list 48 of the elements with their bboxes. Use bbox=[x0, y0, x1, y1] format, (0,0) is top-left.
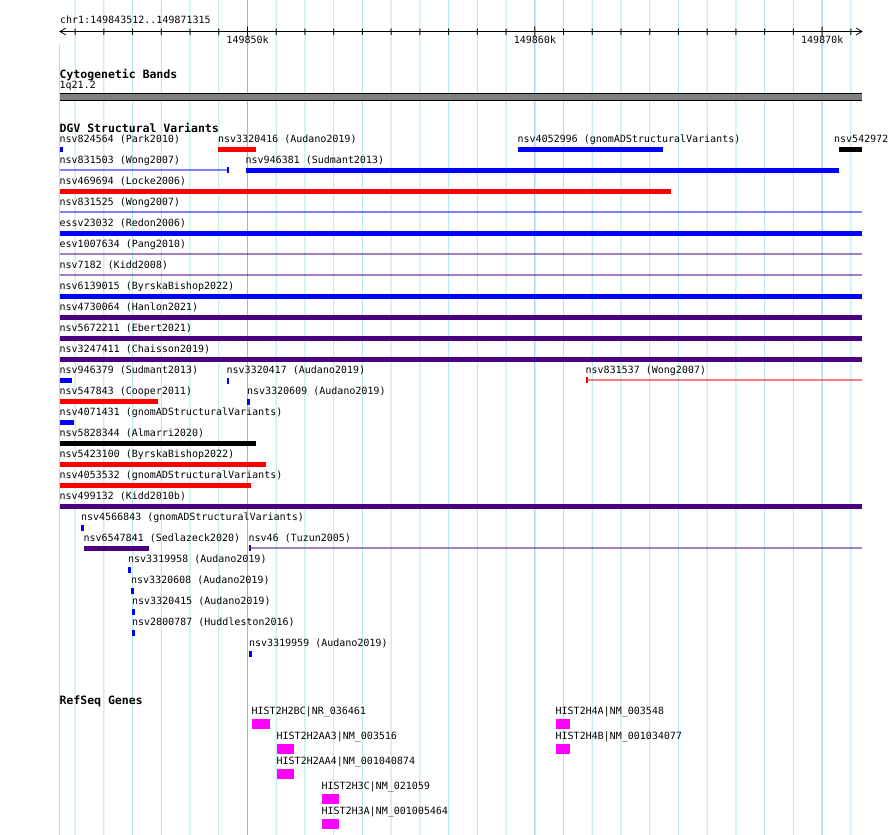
variant-label: nsv46 (Tuzun2005) bbox=[248, 533, 351, 545]
gene-label: HIST2H3C|NM_021059 bbox=[322, 781, 430, 793]
gene-label: HIST2H2BC|NR_036461 bbox=[252, 706, 366, 718]
gene-label: HIST2H2AA4|NM_001040874 bbox=[276, 756, 415, 768]
track-title: Cytogenetic Bands bbox=[60, 67, 178, 81]
variant-label: nsv5423100 (ByrskaBishop2022) bbox=[60, 449, 234, 461]
variant-label: nsv4071431 (gnomADStructuralVariants) bbox=[60, 407, 282, 419]
variant-label: nsv946379 (Sudmant2013) bbox=[60, 365, 198, 377]
track-title: DGV Structural Variants bbox=[60, 121, 219, 135]
variant-label: nsv831537 (Wong2007) bbox=[586, 365, 706, 377]
variant-label: nsv831525 (Wong2007) bbox=[60, 197, 180, 209]
variant-label: nsv3320609 (Audano2019) bbox=[247, 386, 386, 398]
variant-label: nsv3319959 (Audano2019) bbox=[249, 638, 388, 650]
variant-label: nsv4053532 (gnomADStructuralVariants) bbox=[60, 470, 282, 482]
variant-label: nsv3320416 (Audano2019) bbox=[218, 134, 356, 146]
tick-label: 149870k bbox=[801, 35, 844, 47]
variant-label: nsv7182 (Kidd2008) bbox=[60, 260, 168, 272]
variant-label: nsv831503 (Wong2007) bbox=[60, 155, 180, 167]
variant-label: nsv3247411 (Chaisson2019) bbox=[60, 344, 210, 356]
variant-label: nsv547843 (Cooper2011) bbox=[60, 386, 192, 398]
track-title: RefSeq Genes bbox=[60, 693, 143, 707]
variant-label: nsv6139015 (ByrskaBishop2022) bbox=[60, 281, 234, 293]
variant-label: nsv5672211 (Ebert2021) bbox=[60, 323, 192, 335]
band-label: 1q21.2 bbox=[60, 80, 96, 92]
variant-label: nsv499132 (Kidd2010b) bbox=[60, 491, 186, 503]
gene-label: HIST2H4A|NM_003548 bbox=[556, 706, 664, 718]
variant-label: nsv824564 (Park2010) bbox=[60, 134, 180, 146]
variant-label: nsv3320417 (Audano2019) bbox=[226, 365, 365, 377]
variant-label: nsv4052996 (gnomADStructuralVariants) bbox=[518, 134, 740, 146]
tick-label: 149850k bbox=[226, 35, 269, 47]
variant-label: nsv5828344 (Almarri2020) bbox=[60, 428, 204, 440]
variant-label: esv1007634 (Pang2010) bbox=[60, 239, 186, 251]
gene-label: HIST2H4B|NM_001034077 bbox=[556, 731, 682, 743]
variant-label: nsv3320608 (Audano2019) bbox=[131, 575, 270, 587]
variant-label: nsv6547841 (Sedlazeck2020) bbox=[84, 533, 240, 545]
genomic-range-label: chr1:149843512..149871315 bbox=[60, 15, 211, 27]
variant-label: nsv4730064 (Hanlon2021) bbox=[60, 302, 198, 314]
variant-label: nsv2800787 (Huddleston2016) bbox=[132, 617, 295, 629]
variant-label: nsv3320415 (Audano2019) bbox=[132, 596, 270, 608]
variant-label: nsv3319958 (Audano2019) bbox=[128, 554, 266, 566]
variant-label: essv23032 (Redon2006) bbox=[60, 218, 186, 230]
variant-label: nsv4566843 (gnomADStructuralVariants) bbox=[81, 512, 304, 524]
variant-label: nsv946381 (Sudmant2013) bbox=[246, 155, 384, 167]
tick-label: 149860k bbox=[514, 35, 556, 47]
variant-label: nsv469694 (Locke2006) bbox=[60, 176, 186, 188]
variant-label: nsv542972 bbox=[834, 134, 888, 146]
gene-label: HIST2H3A|NM_001005464 bbox=[322, 806, 448, 818]
gene-label: HIST2H2AA3|NM_003516 bbox=[276, 731, 397, 743]
